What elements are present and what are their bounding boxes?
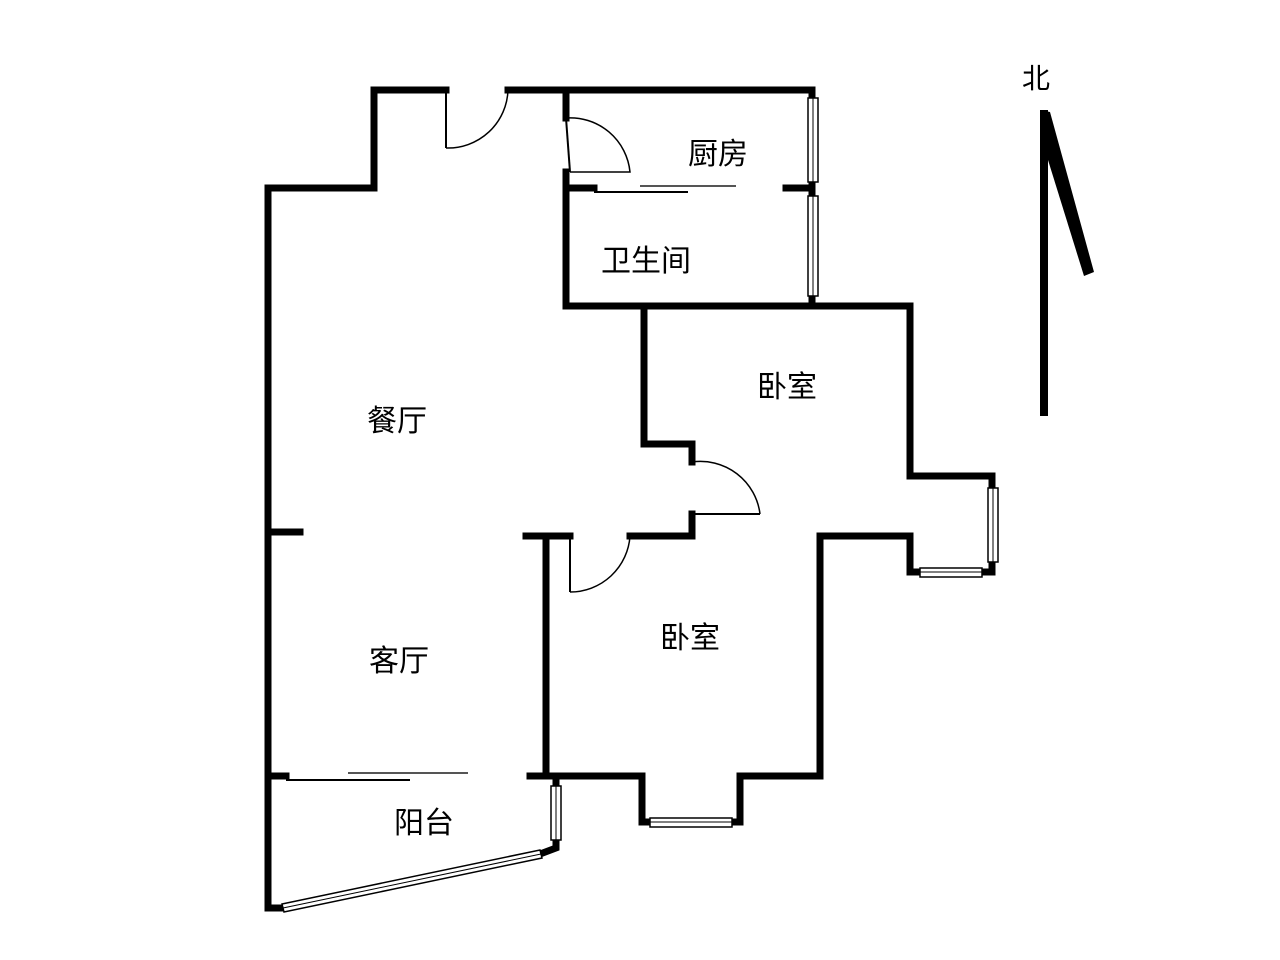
room-label-dining: 餐厅	[367, 404, 427, 439]
north-label: 北	[1022, 62, 1050, 95]
wall-living-balcony-right	[526, 772, 560, 790]
door-bedroom-north-swing	[691, 460, 761, 515]
room-label-bedroom-north: 卧室	[757, 370, 817, 405]
north-arrow: 北	[1022, 62, 1094, 416]
wall-balcony-right-bottom	[535, 836, 560, 859]
wall-corridor	[626, 510, 696, 540]
room-label-kitchen: 厨房	[688, 137, 748, 172]
wall-bath-bottom	[640, 302, 996, 492]
room-label-bathroom: 卫生间	[601, 244, 691, 279]
walls	[264, 86, 996, 912]
wall-left	[264, 86, 450, 912]
room-labels: 厨房 卫生间 卧室 餐厅 卧室 客厅 阳台	[367, 137, 817, 841]
wall-top	[504, 86, 816, 102]
windows	[281, 97, 999, 913]
wall-bedroom-south-bottom	[542, 772, 654, 826]
north-arrow-head-icon	[1040, 110, 1094, 276]
door-entrance-swing	[445, 89, 509, 149]
wall-kitchen-partition-left	[562, 168, 648, 310]
room-label-balcony: 阳台	[394, 806, 454, 841]
wall-bedroom-north-bay	[978, 558, 996, 576]
doors	[286, 89, 761, 781]
room-label-living: 客厅	[369, 644, 429, 679]
room-label-bedroom-south: 卧室	[660, 621, 720, 656]
wall-bedroom-south-right	[728, 532, 824, 826]
door-kitchen-swing	[565, 117, 631, 173]
wall-bedroom-north-bay-bottom	[816, 532, 924, 576]
door-bedroom-south-swing	[569, 535, 631, 593]
wall-bedroom-north-left	[640, 302, 696, 466]
door-kitchen-leaf	[565, 117, 571, 173]
